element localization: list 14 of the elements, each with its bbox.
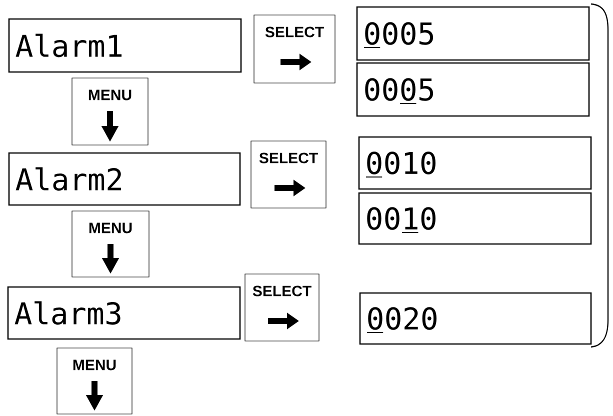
- display-box: 0010: [358, 192, 592, 245]
- key-button: SELECT: [250, 140, 326, 208]
- display-box: 0005: [356, 62, 590, 117]
- display-box: Alarm1: [8, 18, 242, 73]
- key-button: SELECT: [244, 274, 320, 342]
- key-button: MENU: [56, 348, 132, 414]
- display-box: Alarm3: [7, 286, 241, 340]
- display-box: Alarm2: [8, 152, 241, 206]
- key-button: MENU: [72, 210, 150, 278]
- display-box: 0020: [359, 292, 592, 345]
- display-box: 0010: [358, 136, 592, 190]
- key-button: SELECT: [254, 14, 336, 84]
- display-box: 0005: [356, 6, 590, 61]
- key-button: MENU: [72, 78, 148, 146]
